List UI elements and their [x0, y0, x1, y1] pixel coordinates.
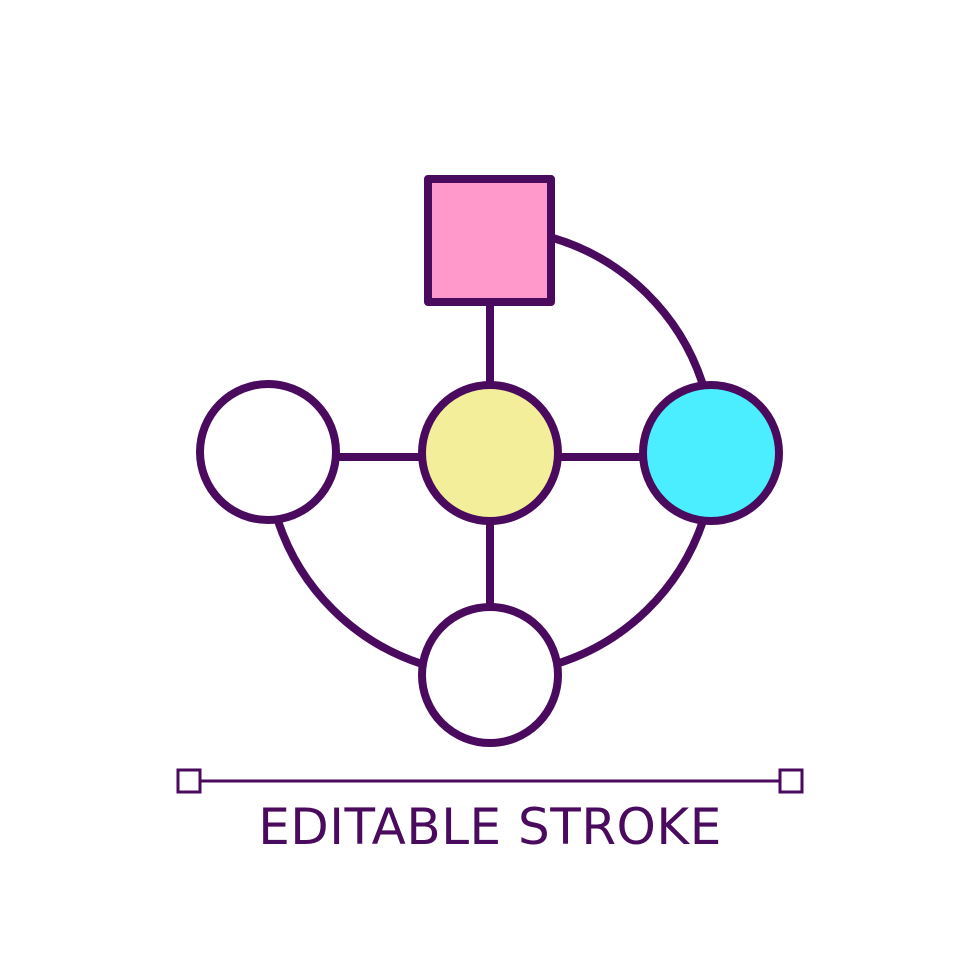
- center-node: [418, 381, 562, 525]
- editable-stroke-indicator: [176, 768, 804, 794]
- right-node: [639, 381, 783, 525]
- left-node: [196, 380, 340, 524]
- edge-arc-left-bottom: [274, 517, 426, 668]
- bottom-node: [418, 603, 562, 747]
- editable-stroke-caption: EDITABLE STROKE: [258, 798, 722, 856]
- stroke-handle-left: [176, 768, 202, 794]
- square-node: [424, 175, 555, 306]
- edge-arc-square-right: [549, 234, 707, 389]
- edge-arc-right-bottom: [552, 517, 707, 668]
- stroke-handle-right: [778, 768, 804, 794]
